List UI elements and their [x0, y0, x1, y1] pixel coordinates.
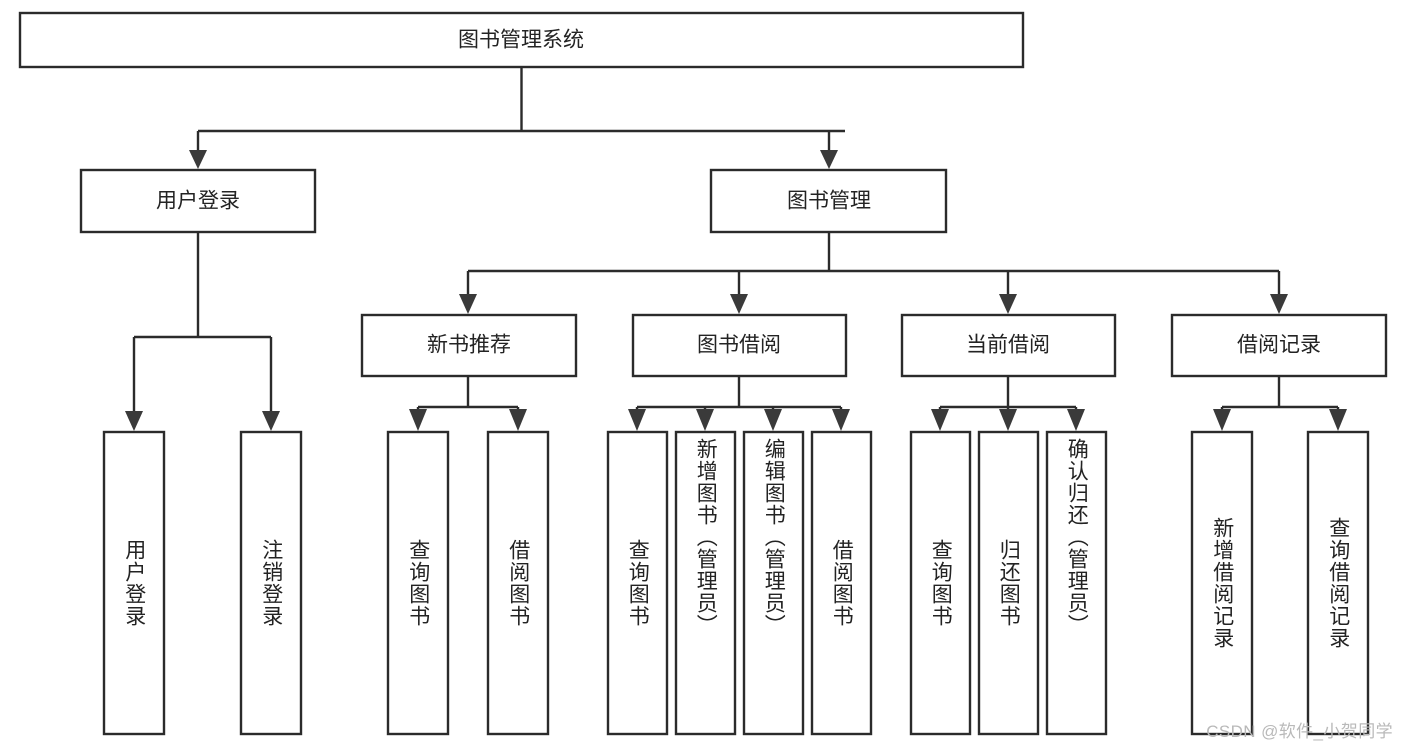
arrowhead-book-borrow [730, 294, 748, 314]
arrowhead-user-login [189, 150, 207, 169]
node-borrow-record-label: 借阅记录 [1237, 334, 1321, 357]
node-new-book-recommend[interactable]: 新书推荐 [360, 313, 578, 378]
node-book-borrow-label: 图书借阅 [697, 334, 781, 357]
leaf-group-new-book-recommend [386, 430, 550, 736]
arrowhead-borrow-record [1270, 294, 1288, 314]
arrowhead-book-mgmt [820, 150, 838, 169]
leaf-box-current-borrow-2[interactable] [1045, 430, 1108, 736]
leaf-box-user-login-0[interactable] [102, 430, 166, 736]
leaf-group-borrow-record [1190, 430, 1370, 736]
node-book-management-box[interactable] [709, 168, 948, 234]
leaf-box-book-borrow-0[interactable] [606, 430, 669, 736]
node-user-login[interactable]: 用户登录 [79, 168, 317, 234]
leaf-box-current-borrow-0[interactable] [909, 430, 972, 736]
node-borrow-record-box[interactable] [1170, 313, 1388, 378]
arrowhead-leaf-user-login-0 [125, 411, 143, 431]
arrowhead-leaf-borrow-record-1 [1329, 409, 1347, 431]
arrowhead-leaf-current-borrow-2 [1067, 409, 1085, 431]
node-user-login-label: 用户登录 [156, 190, 240, 213]
leaf-group-user-login [102, 430, 303, 736]
node-root-label: 图书管理系统 [458, 29, 584, 52]
leaf-group-current-borrow [909, 430, 1108, 736]
arrowhead-leaf-current-borrow-0 [931, 409, 949, 431]
node-borrow-record[interactable]: 借阅记录 [1170, 313, 1388, 378]
node-new-book-recommend-box[interactable] [360, 313, 578, 378]
leaf-box-current-borrow-1[interactable] [977, 430, 1040, 736]
node-book-management-label: 图书管理 [787, 190, 871, 213]
leaf-box-book-borrow-1[interactable] [674, 430, 737, 736]
arrowhead-leaf-user-login-1 [262, 411, 280, 431]
leaf-box-user-login-1[interactable] [239, 430, 303, 736]
node-user-login-box[interactable] [79, 168, 317, 234]
leaf-box-book-borrow-3[interactable] [810, 430, 873, 736]
arrowhead-current-borrow [999, 294, 1017, 314]
node-current-borrow[interactable]: 当前借阅 [900, 313, 1117, 378]
node-root[interactable]: 图书管理系统 [18, 11, 1025, 69]
arrowhead-leaf-borrow-record-0 [1213, 409, 1231, 431]
connector-group-current-borrow [931, 377, 1085, 431]
connector-group-borrow-record [1213, 377, 1347, 431]
node-new-book-recommend-label: 新书推荐 [427, 334, 511, 357]
connector-group-root [189, 68, 845, 169]
leaf-box-new-book-0[interactable] [386, 430, 450, 736]
node-root-box[interactable] [18, 11, 1025, 69]
arrowhead-leaf-book-borrow-2 [764, 409, 782, 431]
connector-group-book-mgmt [459, 232, 1288, 314]
leaf-box-borrow-record-0[interactable] [1190, 430, 1254, 736]
node-current-borrow-label: 当前借阅 [966, 334, 1050, 357]
leaf-group-book-borrow [606, 430, 873, 736]
leaf-box-new-book-1[interactable] [486, 430, 550, 736]
leaf-box-borrow-record-1[interactable] [1306, 430, 1370, 736]
arrowhead-leaf-new-book-0 [409, 409, 427, 431]
arrowhead-leaf-current-borrow-1 [999, 409, 1017, 431]
node-book-management[interactable]: 图书管理 [709, 168, 948, 234]
arrowhead-leaf-book-borrow-3 [832, 409, 850, 431]
arrowhead-leaf-book-borrow-1 [696, 409, 714, 431]
node-book-borrow-box[interactable] [631, 313, 848, 378]
node-current-borrow-box[interactable] [900, 313, 1117, 378]
arrowhead-leaf-book-borrow-0 [628, 409, 646, 431]
connector-group-user-login [125, 232, 280, 431]
connector-group-new-book [409, 377, 527, 431]
node-book-borrow[interactable]: 图书借阅 [631, 313, 848, 378]
connector-group-book-borrow [628, 377, 850, 431]
leaf-box-book-borrow-2[interactable] [742, 430, 805, 736]
arrowhead-new-book [459, 294, 477, 314]
arrowhead-leaf-new-book-1 [509, 409, 527, 431]
